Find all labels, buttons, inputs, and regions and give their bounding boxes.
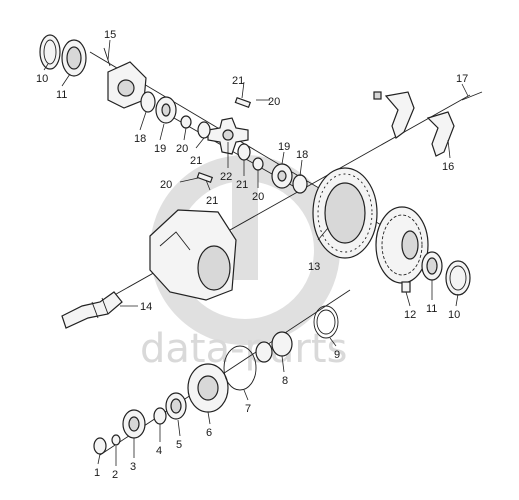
callout-4: 4 bbox=[156, 445, 162, 457]
axle-housing bbox=[149, 209, 237, 301]
pinion-carrier bbox=[187, 363, 229, 413]
callout-16: 16 bbox=[442, 161, 454, 173]
callout-9: 9 bbox=[334, 349, 340, 361]
pinion-nut bbox=[93, 437, 107, 455]
callout-3: 3 bbox=[130, 461, 136, 473]
callout-13: 13 bbox=[308, 261, 320, 273]
callout-21-b: 21 bbox=[190, 155, 202, 167]
callout-22: 22 bbox=[220, 171, 232, 183]
gasket-7 bbox=[223, 345, 257, 391]
callout-15: 15 bbox=[104, 29, 116, 41]
callout-21-c: 21 bbox=[236, 179, 248, 191]
callout-21-d: 21 bbox=[206, 195, 218, 207]
companion-flange bbox=[122, 409, 146, 439]
side-gear-lower bbox=[271, 163, 293, 189]
callout-19-upper: 19 bbox=[154, 143, 166, 155]
callout-8: 8 bbox=[282, 375, 288, 387]
callouts: 1 2 3 4 5 6 7 8 9 10 10 11 11 12 13 14 1… bbox=[36, 29, 468, 481]
callout-18-upper: 18 bbox=[134, 133, 146, 145]
watermark-logo-bar bbox=[232, 160, 258, 280]
callout-20-d: 20 bbox=[252, 191, 264, 203]
callout-18-lower: 18 bbox=[296, 149, 308, 161]
callout-5: 5 bbox=[176, 439, 182, 451]
thrust-washer-upper bbox=[140, 91, 156, 113]
side-gear-upper bbox=[155, 96, 177, 124]
callout-14: 14 bbox=[140, 301, 152, 313]
bearing-top-left bbox=[61, 39, 87, 77]
callout-20-c: 20 bbox=[160, 179, 172, 191]
drive-pinion bbox=[61, 291, 123, 329]
callout-11-right: 11 bbox=[426, 303, 437, 315]
callout-19-lower: 19 bbox=[278, 141, 290, 153]
pinion-washers bbox=[180, 115, 264, 171]
pins bbox=[196, 96, 252, 183]
ring-gear bbox=[312, 167, 378, 259]
washer-2 bbox=[111, 434, 121, 446]
thrust-washer-lower bbox=[292, 174, 308, 194]
callout-10-top-left: 10 bbox=[36, 73, 48, 85]
callout-11-top-left: 11 bbox=[56, 89, 67, 101]
callout-20-b: 20 bbox=[268, 96, 280, 108]
bolt bbox=[401, 281, 411, 293]
bearing-right bbox=[421, 251, 443, 281]
bearing-cap-right bbox=[426, 91, 483, 157]
watermark-text: data-parts bbox=[140, 326, 347, 372]
callout-20-a: 20 bbox=[176, 143, 188, 155]
callout-12: 12 bbox=[404, 309, 416, 321]
callout-10-right: 10 bbox=[448, 309, 460, 321]
bearing-cap-left bbox=[373, 91, 415, 139]
callout-6: 6 bbox=[206, 427, 212, 439]
callout-7: 7 bbox=[245, 403, 251, 415]
oil-seal bbox=[153, 407, 167, 425]
shim-9 bbox=[313, 305, 339, 339]
callout-21-a: 21 bbox=[232, 75, 244, 87]
pinion-bearing-outer bbox=[165, 392, 187, 420]
diff-case-right bbox=[375, 206, 429, 284]
diff-case-left bbox=[103, 47, 147, 109]
seal-ring-top-left bbox=[39, 34, 61, 70]
seal-ring-right bbox=[445, 260, 471, 296]
callout-1: 1 bbox=[94, 467, 100, 479]
pinion-bearing-inner bbox=[255, 331, 293, 363]
leader-lines bbox=[43, 39, 469, 466]
callout-17: 17 bbox=[456, 73, 468, 85]
callout-2: 2 bbox=[112, 469, 118, 481]
